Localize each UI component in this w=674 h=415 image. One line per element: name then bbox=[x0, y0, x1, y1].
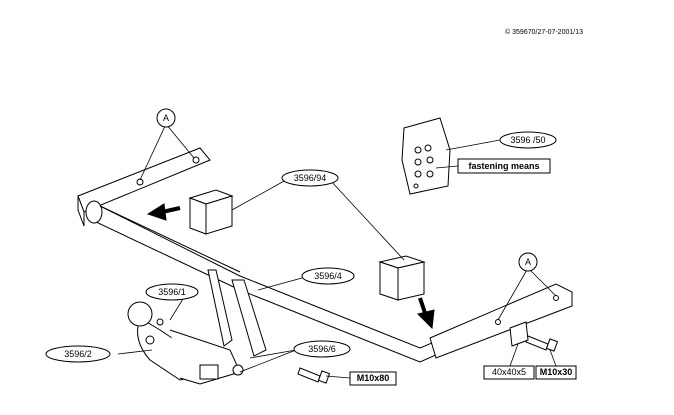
callout-3596-6: 3596/6 bbox=[293, 340, 351, 358]
mounting-block-right bbox=[378, 255, 426, 301]
callout-40x40x5: 40x40x5 bbox=[483, 365, 535, 380]
callout-a-left: A bbox=[156, 108, 176, 128]
svg-text:A: A bbox=[525, 257, 531, 267]
svg-text:A: A bbox=[163, 113, 169, 123]
callout-3596-94: 3596/94 bbox=[281, 169, 339, 187]
callout-3596-2: 3596/2 bbox=[45, 345, 111, 363]
svg-text:M10x30: M10x30 bbox=[540, 367, 573, 377]
bolt-m10x80-part bbox=[297, 367, 331, 384]
svg-text:3596/1: 3596/1 bbox=[158, 287, 186, 297]
callout-fastening-means: fastening means bbox=[457, 158, 551, 174]
plate-40x40x5-part bbox=[509, 321, 529, 347]
svg-text:M10x80: M10x80 bbox=[357, 373, 390, 383]
svg-text:fastening means: fastening means bbox=[468, 161, 539, 171]
fastening-means-bag bbox=[401, 117, 451, 195]
callout-m10x80: M10x80 bbox=[349, 371, 397, 386]
callout-m10x30: M10x30 bbox=[535, 365, 577, 380]
copyright-text: © 359670/27-07-2001/13 bbox=[505, 28, 583, 36]
left-mounting-bracket bbox=[77, 147, 211, 227]
socket-block bbox=[199, 364, 219, 380]
direction-arrows bbox=[146, 203, 435, 330]
svg-text:40x40x5: 40x40x5 bbox=[492, 367, 526, 377]
svg-text:3596/2: 3596/2 bbox=[64, 349, 92, 359]
callout-3596-50: 3596 /50 bbox=[499, 131, 557, 149]
support-arms bbox=[207, 269, 267, 357]
tow-ball-assembly bbox=[127, 301, 244, 385]
bolt-m10x30-part bbox=[525, 335, 559, 352]
mounting-block-left bbox=[188, 189, 234, 235]
callout-a-right: A bbox=[518, 252, 538, 272]
callout-3596-1: 3596/1 bbox=[145, 283, 199, 301]
right-mounting-bracket bbox=[429, 283, 573, 359]
svg-text:3596/6: 3596/6 bbox=[308, 344, 336, 354]
leader-lines bbox=[117, 123, 557, 379]
callout-3596-4: 3596/4 bbox=[301, 267, 355, 285]
tow-ball bbox=[127, 301, 153, 327]
svg-text:3596/94: 3596/94 bbox=[294, 173, 327, 183]
svg-text:3596/4: 3596/4 bbox=[314, 271, 342, 281]
svg-text:3596 /50: 3596 /50 bbox=[510, 135, 545, 145]
